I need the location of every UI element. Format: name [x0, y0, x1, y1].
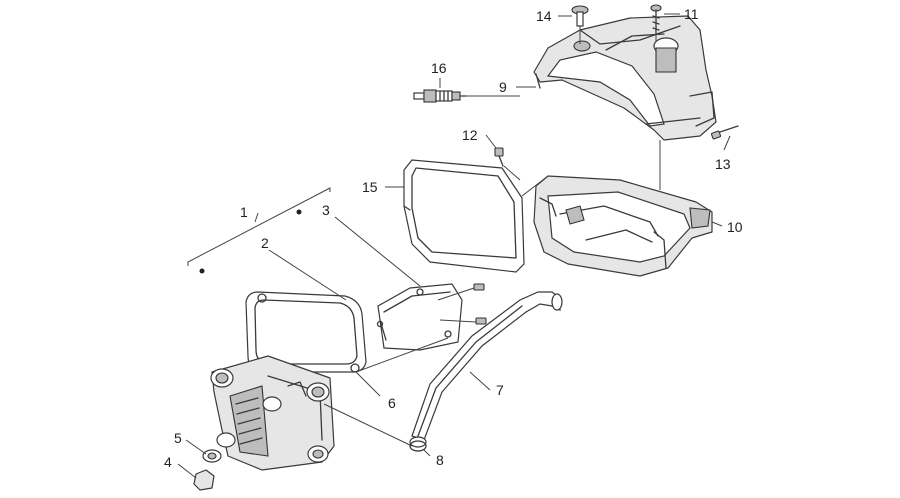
- part-14-knob-screw: [571, 5, 589, 27]
- part-3-filter-plate: [376, 283, 487, 351]
- thread-icon: [439, 90, 449, 102]
- callout-6: 6: [388, 395, 396, 411]
- part-4-nut: [193, 469, 215, 491]
- callout-13: 13: [715, 156, 731, 172]
- part-11-screw: [650, 4, 662, 35]
- callout-4: 4: [164, 454, 172, 470]
- part-9-upper-shroud: [533, 15, 717, 141]
- part-2-gasket: [245, 291, 367, 373]
- callout-12: 12: [462, 127, 478, 143]
- part-5-washer: [202, 449, 222, 463]
- callout-10: 10: [727, 219, 743, 235]
- part-12-screw: [494, 147, 504, 167]
- callout-7: 7: [496, 382, 504, 398]
- part-8-hose-clamp: [409, 436, 427, 452]
- callout-14: 14: [536, 8, 552, 24]
- callout-8: 8: [436, 452, 444, 468]
- callout-3: 3: [322, 202, 330, 218]
- part-1-valve-cover-body: [210, 355, 335, 471]
- cooling-fin-group: [235, 397, 263, 445]
- part-15-cover-gasket: [403, 159, 525, 273]
- callout-11: 11: [684, 6, 699, 22]
- callout-9: 9: [499, 79, 507, 95]
- part-13-screw: [710, 125, 739, 140]
- assembly-bracket-1: [187, 187, 331, 274]
- part-10-lower-shroud: [533, 175, 713, 277]
- callout-16: 16: [431, 60, 447, 76]
- part-16-spark-plug: [413, 89, 467, 103]
- callout-labels: 1 2 3 4 5 6 7 8 9 10 11 12 13 14 15 16: [164, 6, 743, 470]
- callout-2: 2: [261, 235, 269, 251]
- bolt-icon: [473, 283, 487, 325]
- callout-15: 15: [362, 179, 378, 195]
- part-7-breather-hose: [411, 291, 563, 441]
- callout-1: 1: [240, 204, 248, 220]
- callout-5: 5: [174, 430, 182, 446]
- leader-lines: [177, 13, 731, 479]
